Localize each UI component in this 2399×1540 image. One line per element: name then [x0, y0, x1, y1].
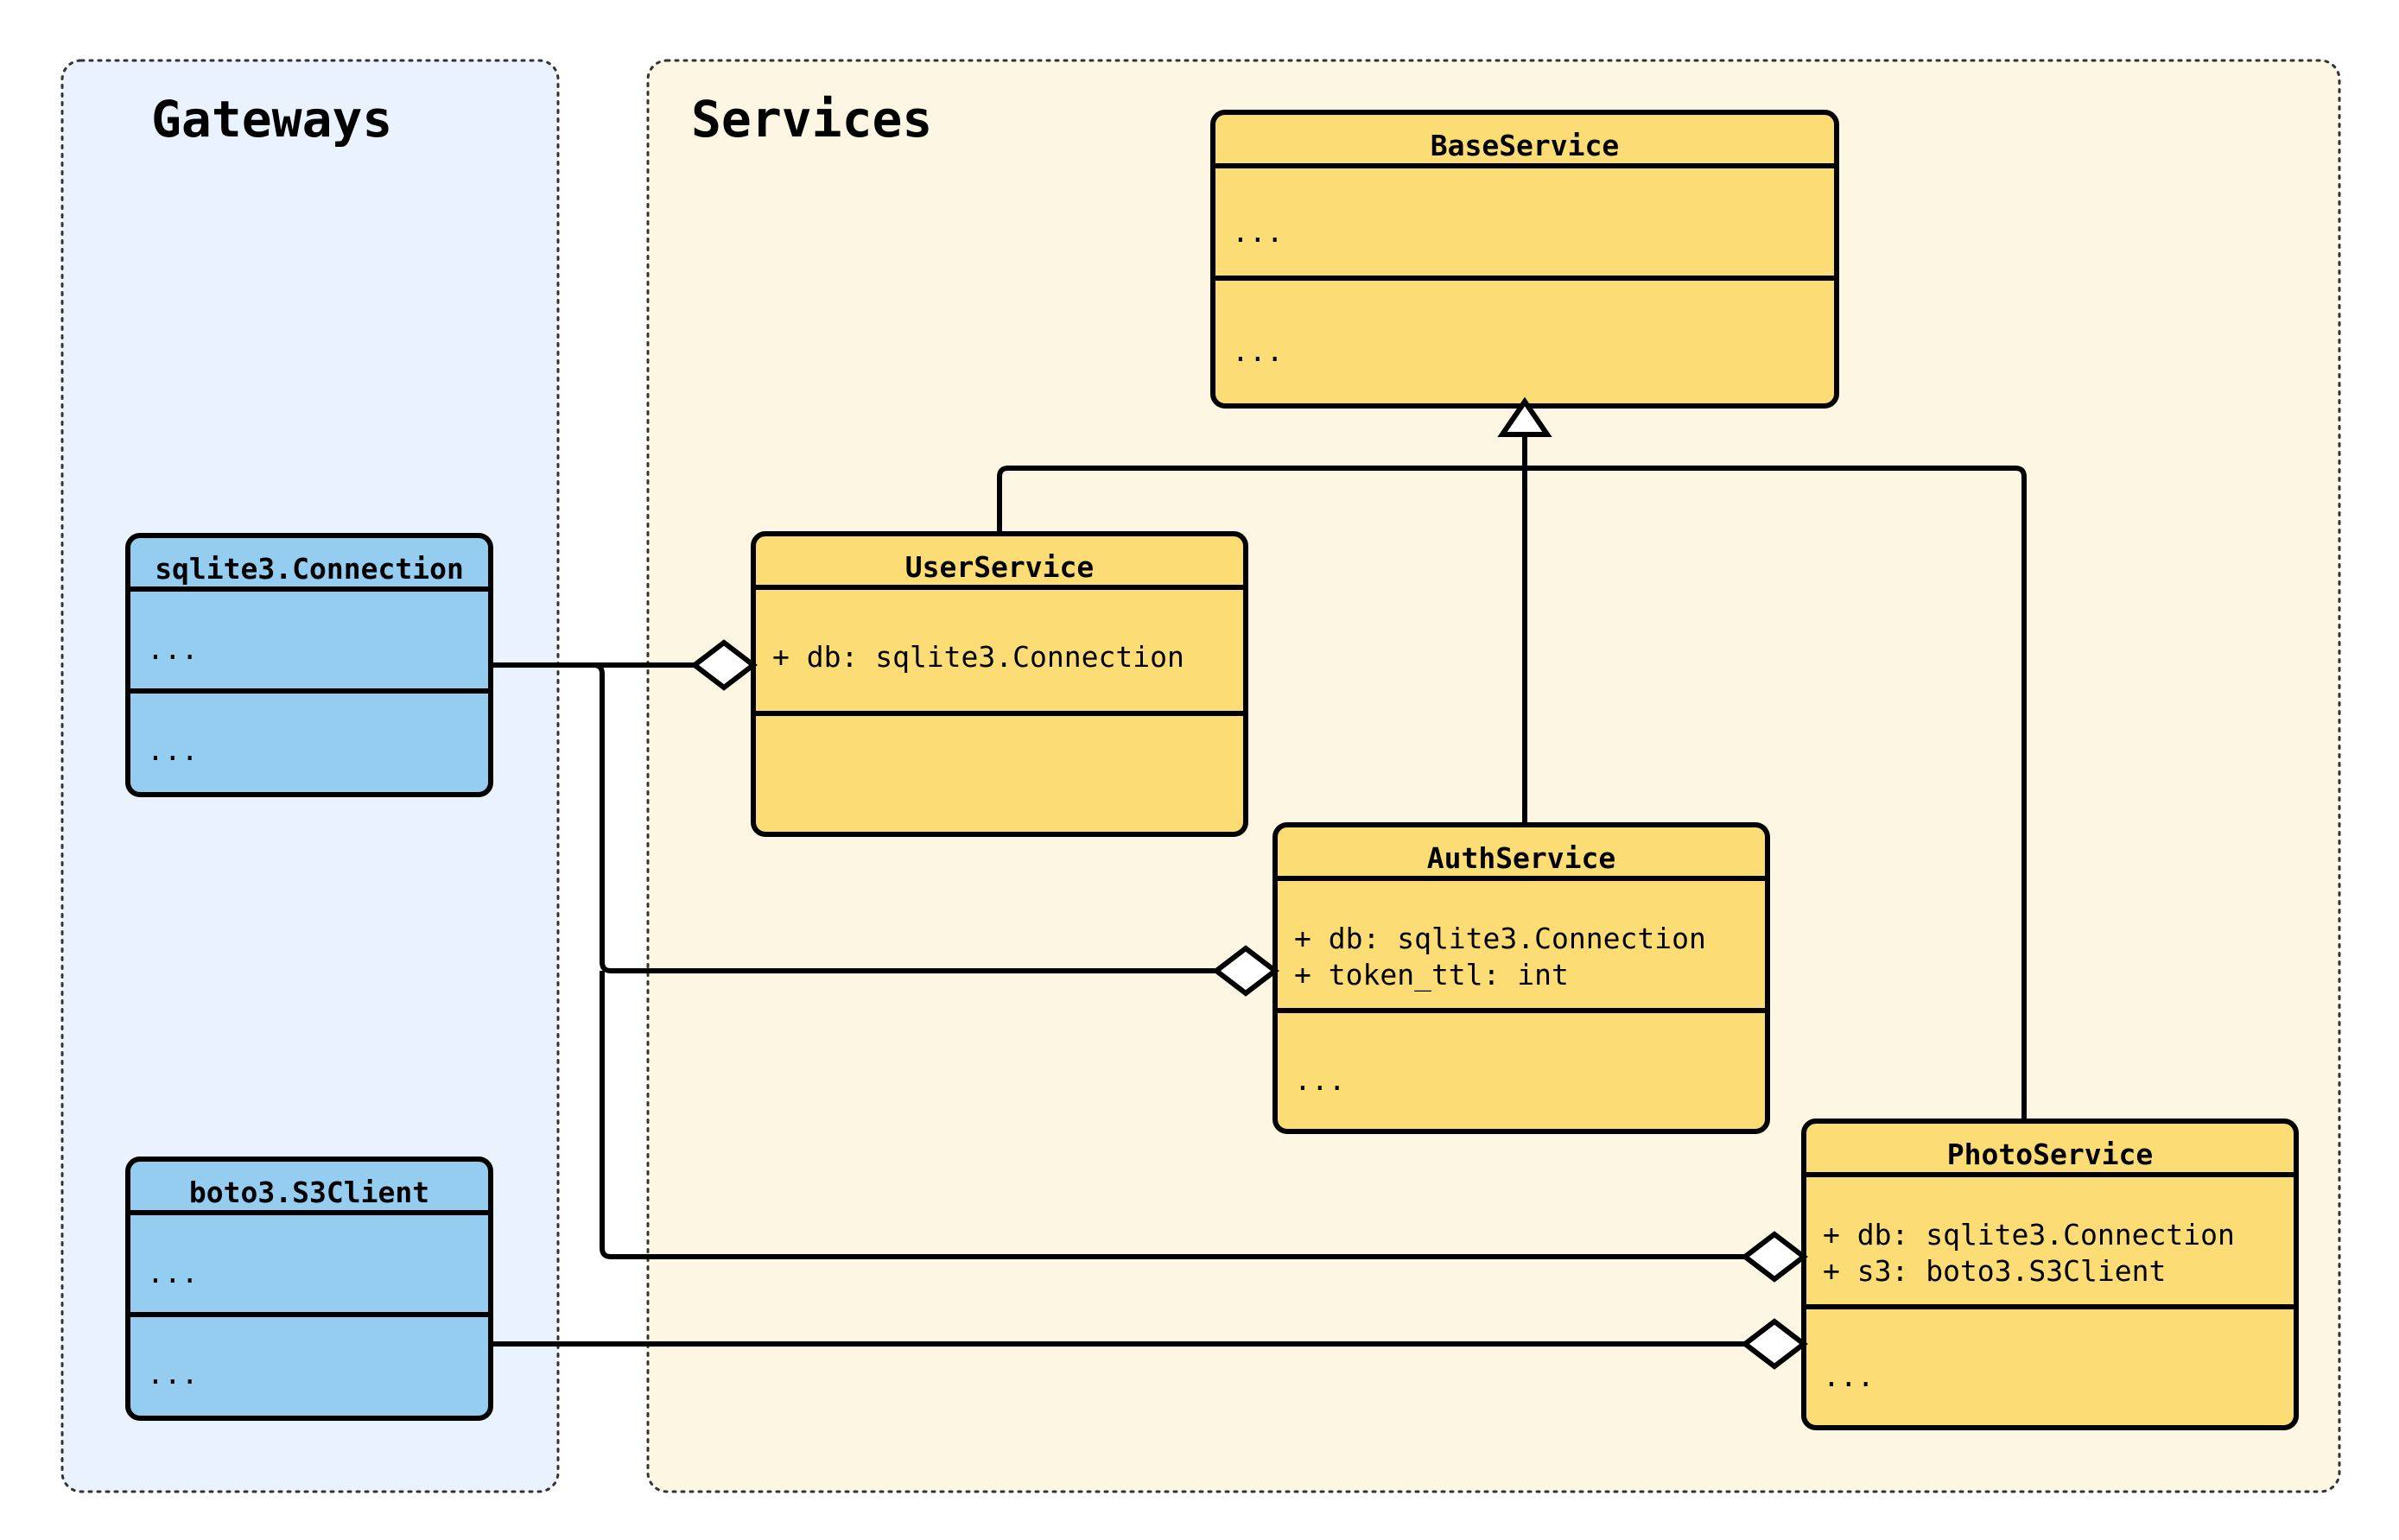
class-photo-service-name: PhotoService — [1947, 1138, 2153, 1171]
class-auth-service-method-0: ... — [1294, 1063, 1346, 1097]
class-auth-service-attribute-0: + db: sqlite3.Connection — [1294, 922, 1706, 955]
class-auth-service-attribute-1: + token_ttl: int — [1294, 958, 1569, 992]
package-gateways-title: Gateways — [151, 90, 392, 149]
relation-aggregations — [491, 662, 1774, 1347]
class-boto3-s3client[interactable]: boto3.S3Client ... ... — [125, 1157, 493, 1421]
class-base-service-name: BaseService — [1431, 129, 1620, 162]
edge-sqlite3-to-photoservice[interactable] — [600, 971, 1774, 1259]
class-user-service-name: UserService — [905, 550, 1095, 584]
edge-sqlite3-to-authservice[interactable] — [491, 662, 1246, 973]
class-user-service-attribute-0: + db: sqlite3.Connection — [772, 640, 1184, 674]
aggregation-diamond-icon-photoservice-db — [1741, 1231, 1808, 1283]
class-user-service[interactable]: UserService + db: sqlite3.Connection — [751, 531, 1248, 837]
aggregation-diamond-icon-authservice — [1212, 945, 1279, 997]
class-sqlite3-connection-attribute-0: ... — [147, 632, 199, 666]
class-user-service-body — [751, 531, 1248, 837]
class-photo-service-body — [1801, 1119, 2299, 1430]
class-auth-service-body — [1272, 822, 1770, 1134]
class-boto3-s3client-body — [125, 1157, 493, 1421]
aggregation-markers — [690, 639, 1808, 1370]
class-base-service-attribute-0: ... — [1232, 215, 1284, 249]
class-photo-service-method-0: ... — [1823, 1359, 1875, 1393]
class-sqlite3-connection-method-0: ... — [147, 733, 199, 767]
class-photo-service-attribute-1: + s3: boto3.S3Client — [1823, 1254, 2166, 1288]
class-sqlite3-connection-body — [125, 533, 493, 797]
inheritance-triangle-icon — [1497, 396, 1552, 437]
edge-userservice-to-baseservice[interactable] — [997, 434, 1527, 534]
class-sqlite3-connection-name: sqlite3.Connection — [155, 552, 464, 586]
generalization-arrowhead-baseservice — [1497, 396, 1552, 437]
class-auth-service-name: AuthService — [1427, 841, 1616, 875]
class-photo-service[interactable]: PhotoService + db: sqlite3.Connection + … — [1801, 1119, 2299, 1430]
aggregation-diamond-icon-userservice — [690, 639, 758, 691]
package-services-title: Services — [691, 90, 932, 149]
class-boto3-s3client-method-0: ... — [147, 1357, 199, 1391]
relation-generalizations — [997, 434, 2027, 1121]
class-base-service-method-0: ... — [1232, 334, 1284, 368]
class-boto3-s3client-attribute-0: ... — [147, 1256, 199, 1290]
class-boto3-s3client-name: boto3.S3Client — [189, 1176, 429, 1209]
aggregation-diamond-icon-photoservice-s3 — [1741, 1318, 1808, 1370]
edge-photoservice-to-baseservice[interactable] — [1522, 434, 2027, 1121]
class-sqlite3-connection[interactable]: sqlite3.Connection ... ... — [125, 533, 493, 797]
class-base-service[interactable]: BaseService ... ... — [1210, 110, 1839, 409]
class-photo-service-attribute-0: + db: sqlite3.Connection — [1823, 1218, 2235, 1252]
class-auth-service[interactable]: AuthService + db: sqlite3.Connection + t… — [1272, 822, 1770, 1134]
